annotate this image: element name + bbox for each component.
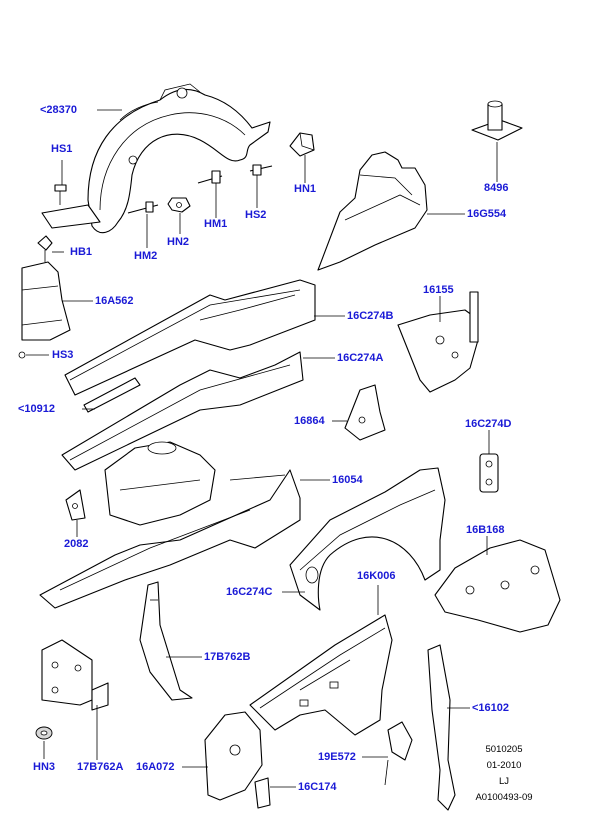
fastener-hm1 [197, 170, 223, 184]
part-17B762A-bracket [41, 639, 109, 711]
callout-hn2[interactable]: HN2 [167, 236, 190, 248]
callout-hm2[interactable]: HM2 [134, 250, 158, 262]
part-10912-strip [83, 377, 141, 413]
part-19E572-clip [384, 721, 413, 786]
fastener-hs1 [54, 184, 67, 205]
fastener-hn1 [289, 132, 315, 157]
callout-hs2[interactable]: HS2 [245, 209, 267, 221]
callout-16C174[interactable]: 16C174 [298, 781, 337, 793]
callout-16054[interactable]: 16054 [332, 474, 363, 486]
fastener-hs2 [249, 164, 273, 176]
callout-10912[interactable]: <10912 [18, 403, 56, 415]
ref-date: 01-2010 [486, 760, 522, 771]
part-17B762B-bracket [139, 581, 193, 701]
callout-hn3[interactable]: HN3 [33, 761, 56, 773]
part-16864-bracket [344, 384, 386, 441]
leader-lines [26, 109, 498, 788]
callout-16A072[interactable]: 16A072 [136, 761, 175, 773]
part-2082-bracket [65, 489, 86, 521]
ref-drawing: A0100493-09 [475, 792, 533, 803]
callout-16C274D[interactable]: 16C274D [465, 418, 512, 430]
part-16155-bracket [397, 291, 479, 393]
callout-8496[interactable]: 8496 [484, 182, 509, 194]
part-16102-strip [427, 644, 456, 811]
callout-hn1[interactable]: HN1 [294, 183, 317, 195]
part-16B168-panel [434, 539, 561, 633]
callout-16B168[interactable]: 16B168 [466, 524, 505, 536]
callout-16K006[interactable]: 16K006 [357, 570, 396, 582]
callout-16G554[interactable]: 16G554 [467, 208, 507, 220]
part-16A562-bracket [21, 261, 71, 341]
callout-hs1[interactable]: HS1 [51, 143, 73, 155]
part-16C174-bracket [254, 777, 271, 809]
callout-17B762B[interactable]: 17B762B [204, 651, 251, 663]
callout-hs3[interactable]: HS3 [52, 349, 74, 361]
callout-16864[interactable]: 16864 [294, 415, 325, 427]
part-28370-wheelhouse-liner [41, 83, 271, 234]
part-16C274D-bracket [479, 453, 499, 493]
ref-model: LJ [498, 776, 510, 787]
callout-16C274C[interactable]: 16C274C [226, 586, 273, 598]
part-8496-stud [471, 100, 523, 141]
part-16C274B-rail [64, 279, 316, 396]
part-16C274C-panel [289, 467, 446, 611]
callout-2082[interactable]: 2082 [64, 538, 89, 550]
fastener-hb1 [37, 235, 53, 262]
callout-16102[interactable]: <16102 [472, 702, 510, 714]
part-16054-frame [39, 441, 301, 609]
callout-16A562[interactable]: 16A562 [95, 295, 134, 307]
callout-hm1[interactable]: HM1 [204, 218, 228, 230]
part-16G554-panel [317, 151, 428, 271]
fastener-hn3 [35, 726, 53, 740]
fastener-hn2 [167, 197, 191, 213]
callout-hb1[interactable]: HB1 [70, 246, 93, 258]
callout-16155[interactable]: 16155 [423, 284, 454, 296]
callout-28370[interactable]: <28370 [40, 104, 78, 116]
callout-17B762A[interactable]: 17B762A [77, 761, 124, 773]
callout-16C274B[interactable]: 16C274B [347, 310, 394, 322]
callout-16C274A[interactable]: 16C274A [337, 352, 384, 364]
part-16C274A-rail [61, 351, 304, 471]
part-16A072-bracket [204, 711, 263, 801]
part-16K006-inner-wing [249, 614, 393, 736]
fastener-hs3 [18, 351, 26, 359]
ref-code: 5010205 [485, 744, 523, 755]
fastener-hm2 [127, 201, 159, 214]
callout-19E572[interactable]: 19E572 [318, 751, 356, 763]
